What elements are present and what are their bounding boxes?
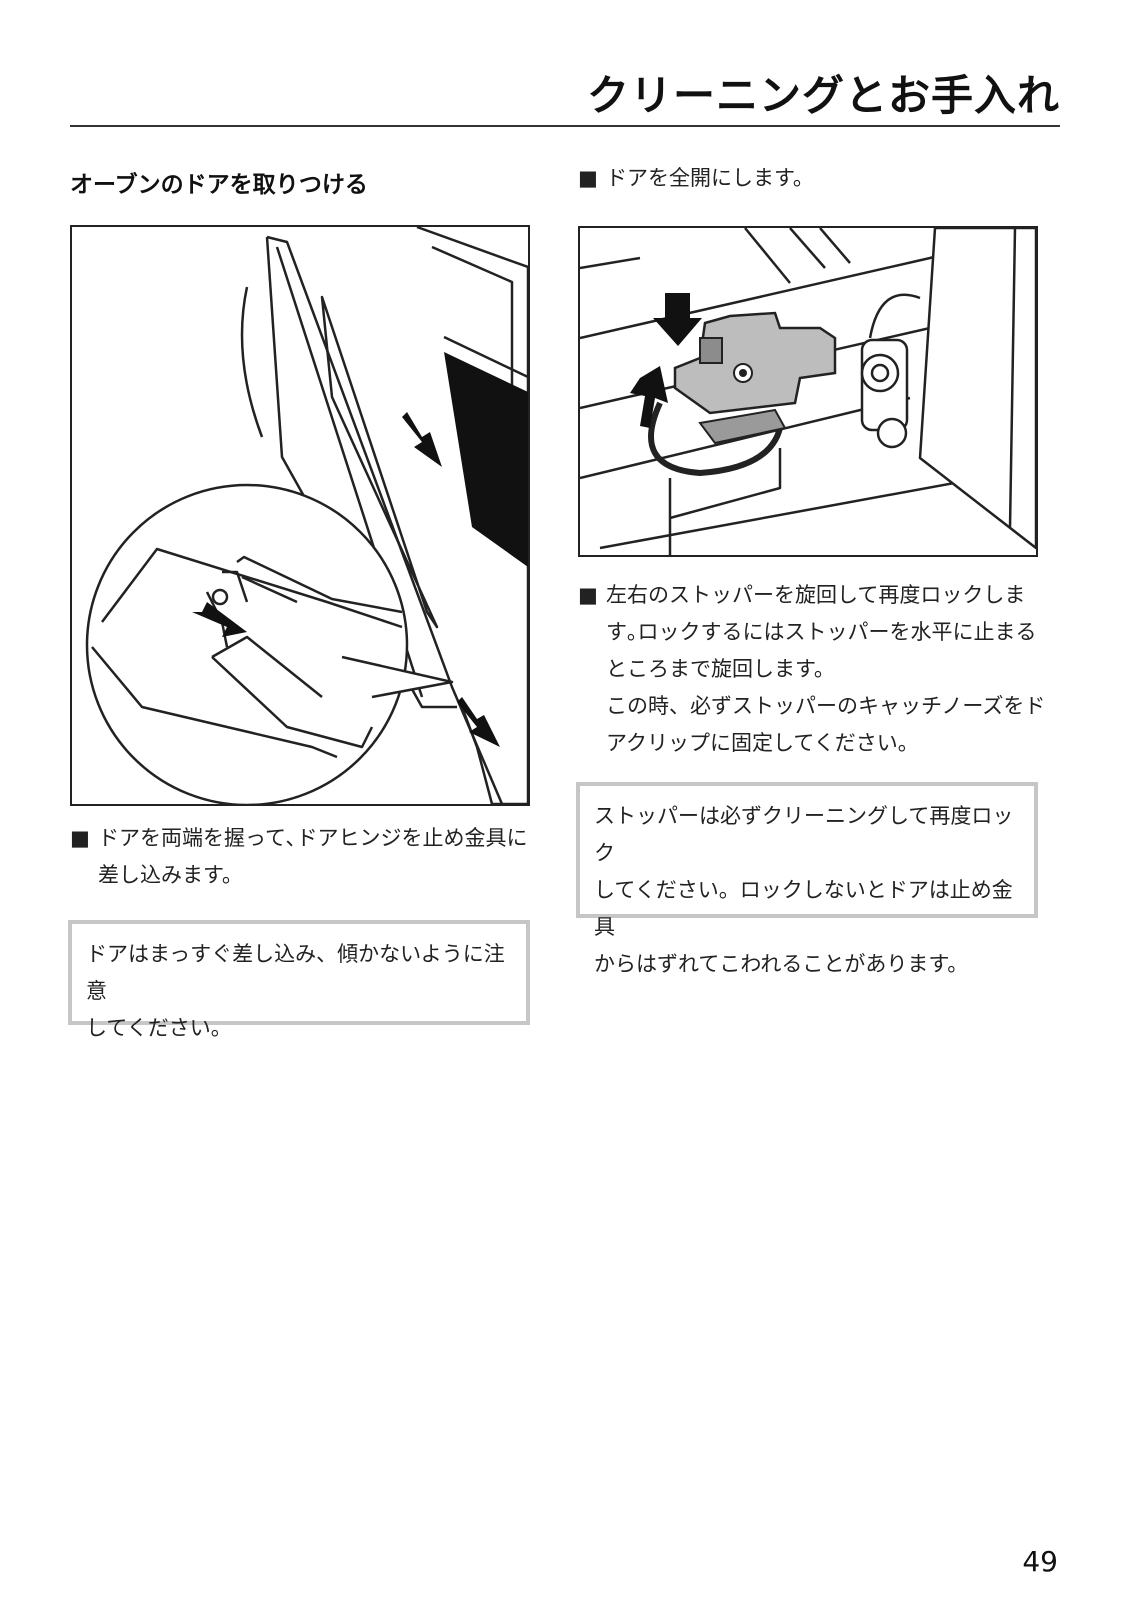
step-open-door: ■ドアを全開にします。 [578,160,1048,197]
stopper-lock-drawing [580,228,1036,555]
stopper-lock-illustration [578,226,1038,557]
step-rotate-stoppers: ■左右のストッパーを旋回して再度ロックしま す｡ロックするにはストッパーを水平に… [578,577,1048,762]
title-divider [70,125,1060,127]
step-insert-hinges: ■ドアを両端を握って､ドアヒンジを止め金具に 差し込みます。 [70,820,540,894]
section-heading: オーブンのドアを取りつける [70,172,368,198]
page-title: クリーニングとお手入れ [586,71,1060,120]
note-insert-straight: ドアはまっすぐ差し込み、傾かないように注意 してください。 [68,920,530,1040]
door-attach-illustration [70,225,530,806]
bullet-square: ■ [578,166,598,190]
bullet-square: ■ [70,826,90,850]
door-attach-drawing [85,227,528,804]
page-number: 49 [1022,1545,1058,1578]
bullet-square: ■ [578,583,598,607]
note-stopper-lock: ストッパーは必ずクリーニングして再度ロック してください。ロックしないとドアは止… [576,782,1038,976]
